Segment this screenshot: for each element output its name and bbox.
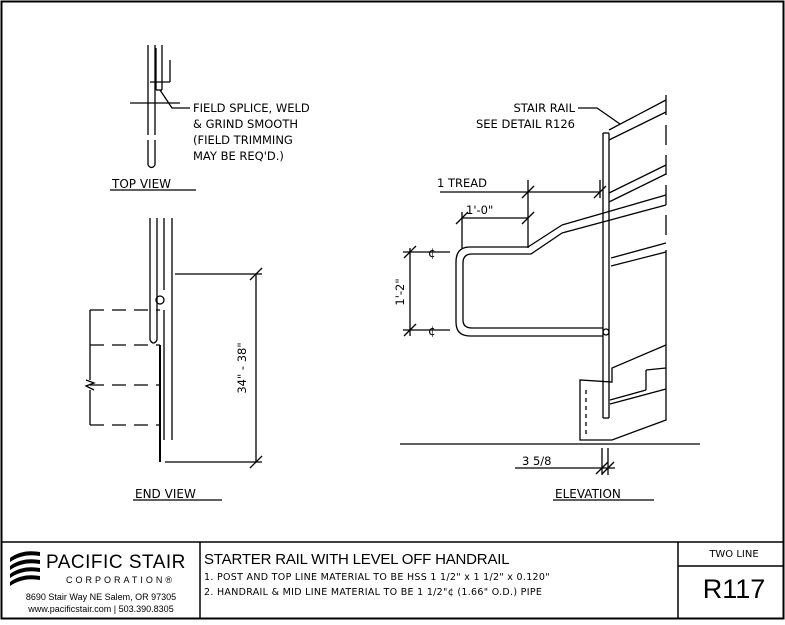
title-block <box>2 541 783 618</box>
material-note-2: 2. HANDRAIL & MID LINE MATERIAL TO BE 1 … <box>204 587 543 598</box>
dim-tread: 1 TREAD <box>437 176 487 190</box>
dim-one-foot: 1'-0" <box>466 203 493 217</box>
stair-rail-note-line-1: STAIR RAIL <box>513 101 575 115</box>
company-address: 8690 Stair Way NE Salem, OR 97305 <box>25 592 177 602</box>
dim-height: 34" - 38" <box>235 342 249 393</box>
company-name: PACIFIC STAIR <box>46 552 186 573</box>
rail-type: TWO LINE <box>709 549 759 560</box>
elevation-label: ELEVATION <box>555 487 621 501</box>
detail-number: R117 <box>702 574 766 604</box>
company-contact: www.pacificstair.com | 503.390.8305 <box>28 604 174 614</box>
pacific-stair-logo-icon <box>10 551 40 586</box>
splice-note-line-1: FIELD SPLICE, WELD <box>193 101 310 115</box>
company-subtitle: CORPORATION® <box>66 575 175 585</box>
material-note-1: 1. POST AND TOP LINE MATERIAL TO BE HSS … <box>204 572 550 583</box>
elevation <box>400 95 700 501</box>
splice-note-line-3: (FIELD TRIMMING <box>193 133 293 147</box>
splice-note-line-2: & GRIND SMOOTH <box>193 117 298 131</box>
dim-rise: 1'-2" <box>393 278 407 305</box>
centerline-symbol-upper: ¢ <box>428 246 436 260</box>
top-view <box>110 45 196 191</box>
stair-rail-note-line-2: SEE DETAIL R126 <box>476 117 575 131</box>
top-view-label: TOP VIEW <box>111 177 171 191</box>
centerline-symbol-lower: ¢ <box>428 324 436 338</box>
splice-note-line-4: MAY BE REQ'D.) <box>193 149 284 163</box>
drawing-title: STARTER RAIL WITH LEVEL OFF HANDRAIL <box>204 551 510 568</box>
end-view-label: END VIEW <box>135 487 196 501</box>
dim-offset: 3 5/8 <box>522 454 551 468</box>
end-view <box>84 218 263 501</box>
